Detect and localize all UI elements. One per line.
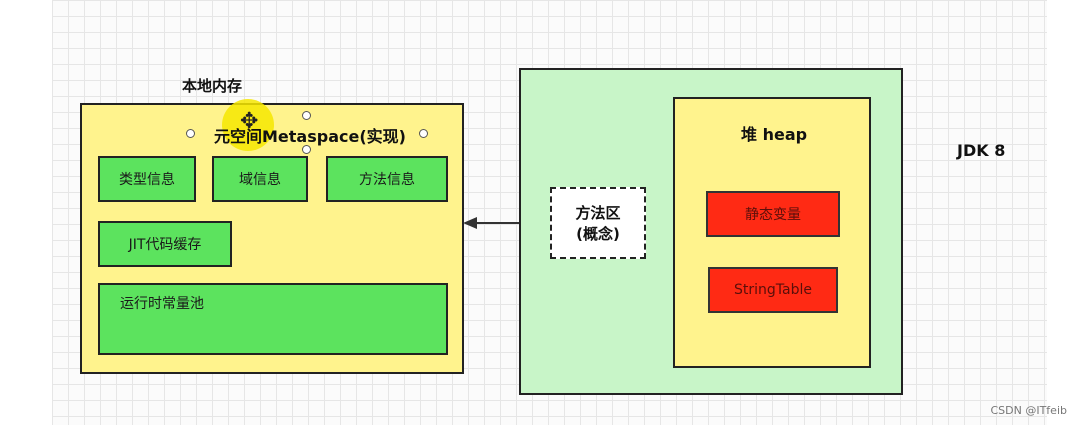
method-info-box[interactable]: 方法信息 <box>326 156 448 202</box>
type-info-box[interactable]: 类型信息 <box>98 156 196 202</box>
cursor-highlight <box>222 99 274 151</box>
string-table-box[interactable]: StringTable <box>708 267 838 313</box>
jit-code-cache-box[interactable]: JIT代码缓存 <box>98 221 232 267</box>
selection-handle-left[interactable] <box>186 129 195 138</box>
heap-container[interactable]: 堆 heap 静态变量 StringTable <box>673 97 871 368</box>
watermark: CSDN @ITfeib <box>990 404 1067 417</box>
method-area-concept-label: (概念) <box>576 225 620 243</box>
static-variables-box[interactable]: 静态变量 <box>706 191 840 237</box>
move-cursor-icon: ✥ <box>240 109 259 134</box>
native-memory-label: 本地内存 <box>182 77 243 95</box>
runtime-constant-pool-box[interactable]: 运行时常量池 <box>98 283 448 355</box>
selection-handle-right[interactable] <box>419 129 428 138</box>
metaspace-title[interactable]: 元空间Metaspace(实现) <box>214 127 406 146</box>
method-area-box[interactable]: 方法区 (概念) <box>550 187 646 259</box>
jdk-version-label: JDK 8 <box>957 141 1006 160</box>
field-info-box[interactable]: 域信息 <box>212 156 308 202</box>
method-area-label: 方法区 <box>575 204 621 222</box>
selection-handle-top[interactable] <box>302 111 311 120</box>
heap-title: 堆 heap <box>741 125 808 144</box>
native-memory-container[interactable]: ✥ 元空间Metaspace(实现) 类型信息 域信息 方法信息 JIT代码缓存… <box>80 99 464 374</box>
selection-handle-bottom[interactable] <box>302 145 311 154</box>
jvm-container[interactable]: 方法区 (概念) 堆 heap 静态变量 StringTable <box>519 68 903 395</box>
